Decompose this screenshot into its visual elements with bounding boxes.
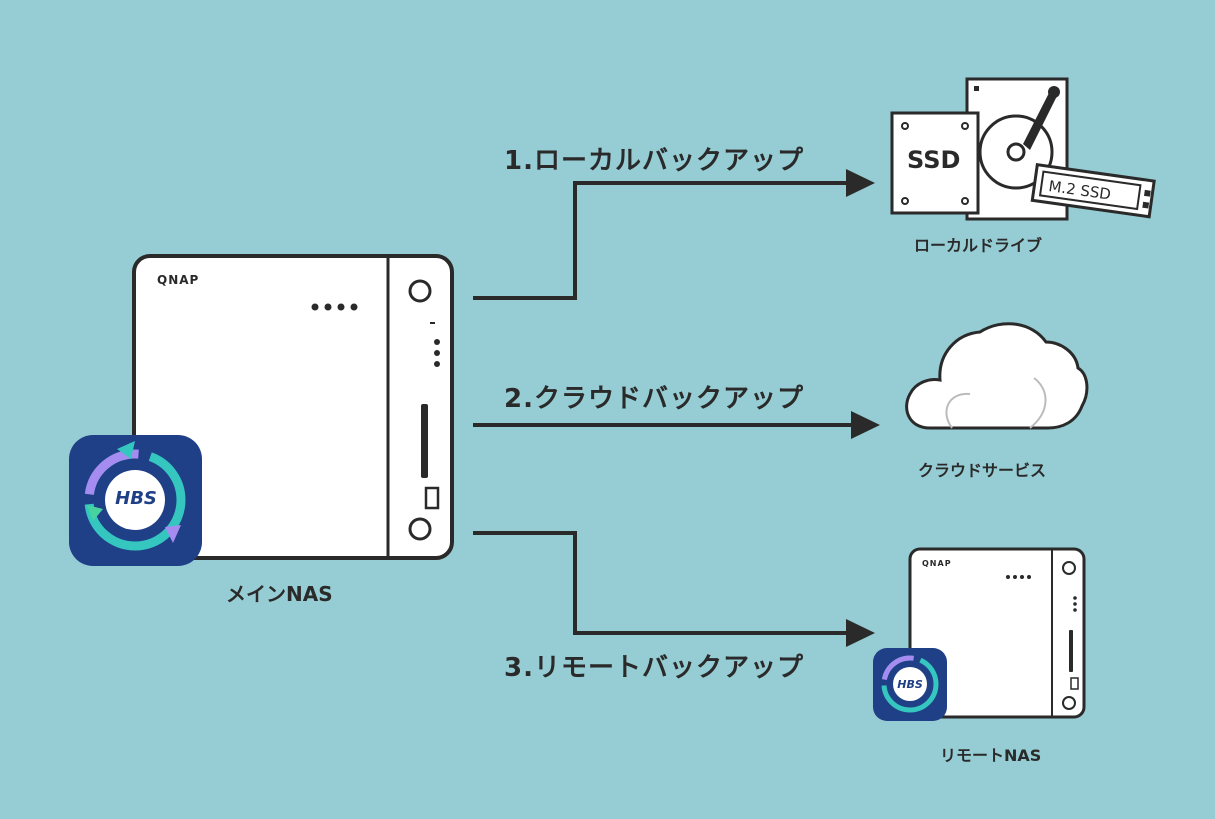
main-nas-brand: QNAP xyxy=(157,273,200,287)
remote-nas-label: リモートNAS xyxy=(940,746,1042,765)
arrow-head-remote xyxy=(846,619,875,647)
hbs-app-icon xyxy=(69,435,202,566)
main-nas-label: メインNAS xyxy=(226,582,333,606)
ssd-text: SSD xyxy=(907,146,961,174)
route-label-remote: 3.リモートバックアップ xyxy=(504,653,804,683)
main-nas-device xyxy=(132,254,454,560)
cloud-icon xyxy=(905,322,1089,430)
remote-nas-device xyxy=(908,547,1086,719)
m2-ssd-icon xyxy=(1030,162,1156,219)
local-drive-label: ローカルドライブ xyxy=(914,236,1043,255)
remote-nas-brand: QNAP xyxy=(922,559,952,568)
cloud-service-label: クラウドサービス xyxy=(918,461,1047,480)
arrow-head-local xyxy=(846,169,875,197)
ssd-icon xyxy=(890,111,980,215)
remote-hbs-app-icon-text: HBS xyxy=(897,678,923,691)
route-label-local: 1.ローカルバックアップ xyxy=(504,146,804,176)
local-drive-illustration xyxy=(890,77,1156,221)
arrow-head-cloud xyxy=(851,411,880,439)
route-label-cloud: 2.クラウドバックアップ xyxy=(504,384,804,414)
connector-local xyxy=(473,181,850,300)
hbs-app-icon-text: HBS xyxy=(115,488,157,509)
remote-hbs-app-icon xyxy=(873,648,947,721)
connector-remote xyxy=(473,531,850,635)
